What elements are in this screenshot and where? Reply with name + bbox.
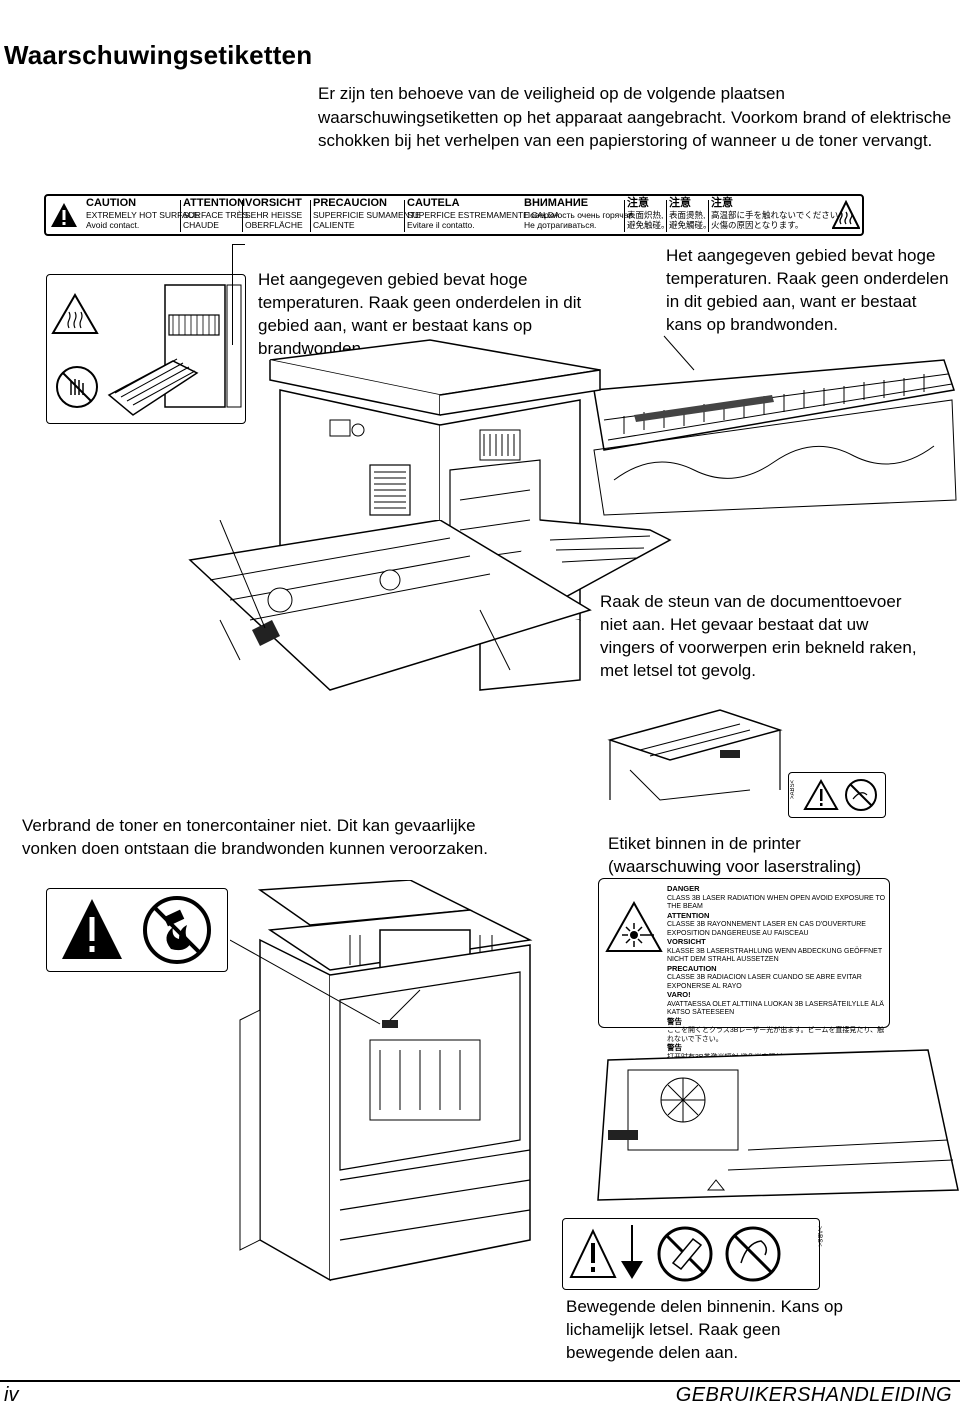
caution-cell-ja: 注意高温部に手を触れないでください。火傷の原因となります。 — [711, 197, 847, 231]
manual-title: GEBRUIKERSHANDLEIDING — [675, 1384, 952, 1406]
caution-cell-zh-tw: 注意表面燙熱,避免觸碰。 — [669, 197, 712, 231]
toner-fire-warning-label — [46, 888, 228, 972]
callout-hot-left: Het aangegeven gebied bevat hoge tempera… — [258, 270, 582, 358]
leader-line — [232, 244, 245, 345]
document-feeder-detail — [607, 709, 783, 801]
pinch-warning-label — [788, 772, 886, 818]
abs-mark-moving: >ABS< — [816, 1226, 823, 1247]
printer-interior-diagram — [597, 1049, 959, 1201]
hot-area-detail — [46, 274, 246, 424]
intro-paragraph: Er zijn ten behoeve van de veiligheid op… — [318, 84, 952, 150]
paper-feed-detail — [188, 520, 592, 691]
moving-parts-warning-label — [562, 1218, 820, 1290]
printer-front-diagram — [230, 880, 533, 1282]
hot-surface-icon — [832, 200, 860, 229]
footer-divider — [0, 1380, 960, 1382]
warning-triangle-icon — [51, 203, 77, 227]
caution-cell-zh-cn: 注意表面炽热,避免触碰。 — [627, 197, 670, 231]
callout-hot-right: Het aangegeven gebied bevat hoge tempera… — [666, 246, 949, 334]
callout-laser: Etiket binnen in de printer (waarschuwin… — [608, 834, 862, 876]
laser-radiation-icon — [605, 901, 663, 952]
callout-feeder: Raak de steun van de documenttoevoer nie… — [600, 592, 917, 680]
callout-moving-parts: Bewegende delen binnenin. Kans op licham… — [566, 1297, 843, 1362]
page-title: Waarschuwingsetiketten — [4, 40, 313, 70]
abs-mark-feeder: >ABS< — [790, 780, 796, 800]
page-number: iv — [4, 1384, 19, 1406]
callout-toner: Verbrand de toner en tonercontainer niet… — [22, 816, 488, 858]
hot-area-detail-right — [593, 335, 957, 516]
